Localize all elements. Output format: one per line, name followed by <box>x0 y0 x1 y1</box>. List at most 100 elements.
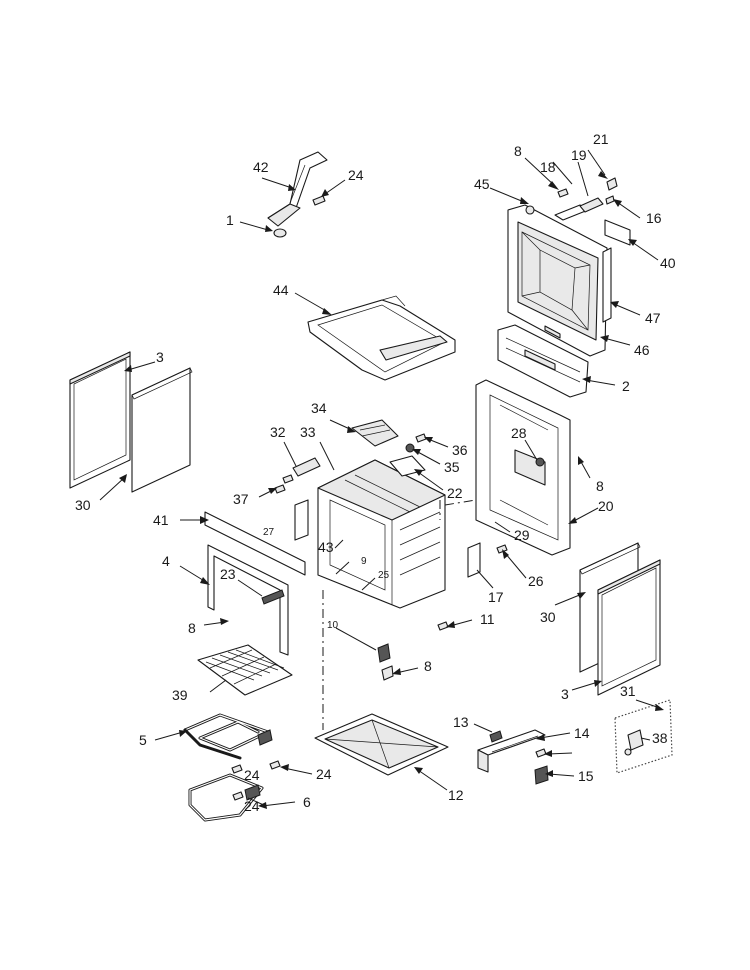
callout-24-top: 24 <box>348 167 364 183</box>
part-24-screw-top <box>312 195 326 206</box>
callout-34: 34 <box>311 400 327 416</box>
part-12-drawer-pan <box>314 713 449 776</box>
callout-40: 40 <box>660 255 676 271</box>
part-8-screw-mid <box>381 665 394 681</box>
part-3-side-insulation-left <box>131 367 193 493</box>
callout-42: 42 <box>253 159 269 175</box>
part-8-screw-low <box>535 748 547 758</box>
part-27-probe-cover <box>294 499 309 541</box>
part-38-terminal <box>624 729 644 756</box>
part-5-broil-element <box>183 713 273 760</box>
callout-8-center: 8 <box>424 658 432 674</box>
callout-8-left: 8 <box>188 620 196 636</box>
callout-5: 5 <box>139 732 147 748</box>
callout-33: 33 <box>300 424 316 440</box>
part-13-clip <box>489 730 503 743</box>
part-34-vent <box>351 419 399 447</box>
callout-29: 29 <box>514 527 530 543</box>
callout-15: 15 <box>578 768 594 784</box>
part-6-bake-element <box>188 773 264 822</box>
callout-8-top: 8 <box>514 143 522 159</box>
callout-4: 4 <box>162 553 170 569</box>
part-44-top-panel <box>307 295 456 381</box>
callout-21: 21 <box>593 131 609 147</box>
callout-37: 37 <box>233 491 249 507</box>
callout-26: 26 <box>528 573 544 589</box>
part-10-switch <box>377 643 391 663</box>
part-16-screw <box>605 195 615 205</box>
part-31-terminal-box <box>614 699 673 774</box>
part-37-screws <box>274 474 294 494</box>
part-1-bumper <box>273 228 287 238</box>
part-oven-cavity <box>317 459 446 609</box>
callout-17: 17 <box>488 589 504 605</box>
part-4-gasket <box>207 544 289 656</box>
part-45-screw <box>525 205 535 215</box>
callout-2: 2 <box>622 378 630 394</box>
callout-46: 46 <box>634 342 650 358</box>
callout-27: 27 <box>263 527 275 538</box>
callout-20: 20 <box>598 498 614 514</box>
callout-41: 41 <box>153 512 169 528</box>
callout-36: 36 <box>452 442 468 458</box>
callout-30-left: 30 <box>75 497 91 513</box>
callout-16: 16 <box>646 210 662 226</box>
part-3-side-panel-right <box>597 559 661 696</box>
part-19-clip <box>579 197 604 213</box>
part-8-screw-top <box>557 188 569 198</box>
callout-22: 22 <box>447 485 463 501</box>
part-2-control-trim <box>497 324 589 398</box>
callout-19: 19 <box>571 147 587 163</box>
part-28-sensor <box>535 457 545 467</box>
part-39-oven-rack <box>197 644 293 696</box>
callout-10: 10 <box>327 620 339 631</box>
callout-13: 13 <box>453 714 469 730</box>
part-46-rear-panel <box>507 204 608 357</box>
callout-9: 9 <box>361 556 367 567</box>
part-35-nut <box>405 443 415 453</box>
callout-43: 43 <box>318 539 334 555</box>
callout-30-right: 30 <box>540 609 556 625</box>
part-23-hinge <box>261 589 285 605</box>
part-36-screw <box>415 433 427 443</box>
callout-3-left: 3 <box>156 349 164 365</box>
part-32-hinge-bracket <box>292 457 321 477</box>
part-11-screw <box>437 621 449 631</box>
callout-12: 12 <box>448 787 464 803</box>
callout-39: 39 <box>172 687 188 703</box>
callout-35: 35 <box>444 459 460 475</box>
callout-47: 47 <box>645 310 661 326</box>
callout-23: 23 <box>220 566 236 582</box>
callout-24-bake: 24 <box>244 798 260 814</box>
callout-8-right: 8 <box>596 478 604 494</box>
callout-1: 1 <box>226 212 234 228</box>
callout-3-right: 3 <box>561 686 569 702</box>
part-42-bracket <box>267 151 328 227</box>
part-30-side-panel-left <box>69 351 131 489</box>
callout-38: 38 <box>652 730 668 746</box>
part-15-leg <box>534 765 549 785</box>
callout-25: 25 <box>378 570 390 581</box>
callout-45: 45 <box>474 176 490 192</box>
callout-labels: 1 2 3 3 4 5 6 8 8 8 8 9 10 11 12 13 14 1… <box>75 131 676 814</box>
part-21-fitting <box>606 177 618 191</box>
callout-28: 28 <box>511 425 527 441</box>
callout-32: 32 <box>270 424 286 440</box>
callout-14: 14 <box>574 725 590 741</box>
part-47-side-strip <box>602 247 612 323</box>
callout-leaders <box>99 149 664 809</box>
part-17-bracket <box>467 542 481 578</box>
callout-24-broil: 24 <box>316 766 332 782</box>
callout-24-bake-2: 24 <box>244 767 260 783</box>
callout-6: 6 <box>303 794 311 810</box>
part-20-back-frame <box>475 379 571 556</box>
assembly-lines <box>322 499 477 730</box>
part-14-drawer-slide <box>477 729 546 773</box>
part-40-plate <box>604 219 631 246</box>
callout-18: 18 <box>540 159 556 175</box>
callout-44: 44 <box>273 282 289 298</box>
callout-11: 11 <box>480 611 495 627</box>
callout-31: 31 <box>620 683 636 699</box>
part-24-screws-lower <box>231 760 281 801</box>
